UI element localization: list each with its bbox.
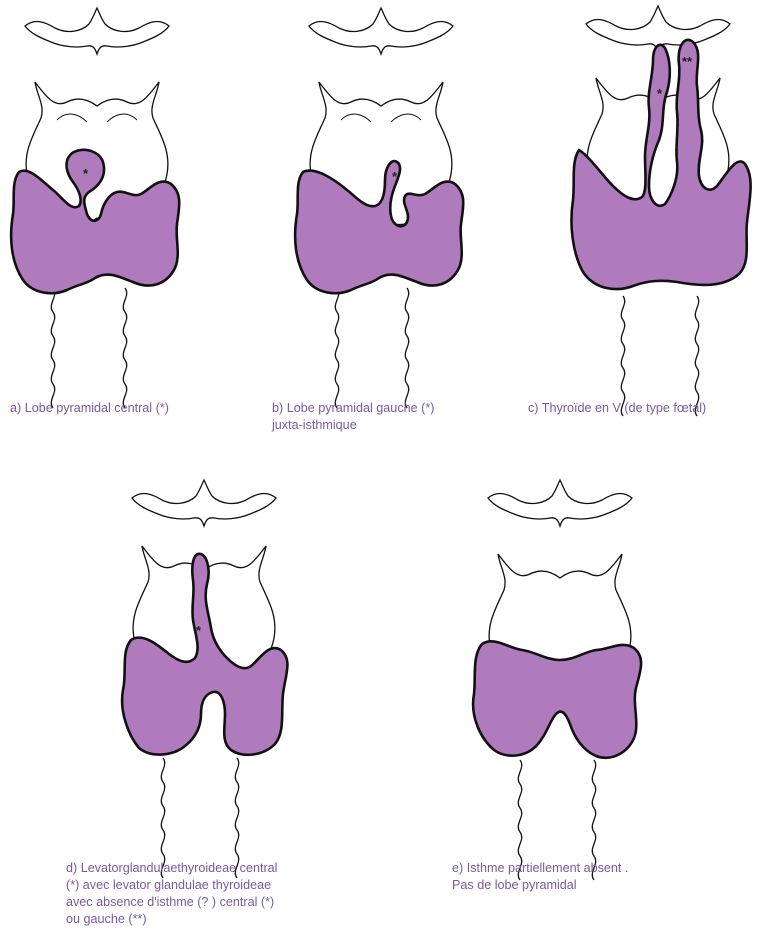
hyoid-bone xyxy=(309,8,453,54)
hyoid-bone xyxy=(132,480,276,526)
marker-double-asterisk: ** xyxy=(682,54,693,69)
caption-a: a) Lobe pyramidal central (*) xyxy=(10,400,169,417)
thyroid-gland xyxy=(473,641,641,757)
caption-d: d) Levatorglandulaethyroideae central (*… xyxy=(66,860,277,928)
hyoid-bone xyxy=(488,480,632,526)
caption-b: b) Lobe pyramidal gauche (*) juxta-isthm… xyxy=(272,400,434,434)
trachea-right-line xyxy=(123,288,126,408)
panel-e-diagram xyxy=(473,480,641,880)
panel-c-diagram: * ** xyxy=(571,6,750,416)
panel-a-diagram: * xyxy=(11,8,179,408)
caption-c: c) Thyroïde en V (de type fœtal) xyxy=(528,400,706,417)
hyoid-bone xyxy=(25,8,169,54)
trachea-right-line xyxy=(695,296,698,416)
trachea-left-line xyxy=(335,288,338,408)
panel-d-diagram: * xyxy=(122,480,287,878)
trachea-right-line xyxy=(405,288,408,408)
panel-b-diagram: * xyxy=(295,8,463,408)
caption-e: e) Isthme partiellement absent . Pas de … xyxy=(452,860,628,894)
trachea-left-line xyxy=(621,296,624,416)
trachea-left-line xyxy=(51,288,54,408)
